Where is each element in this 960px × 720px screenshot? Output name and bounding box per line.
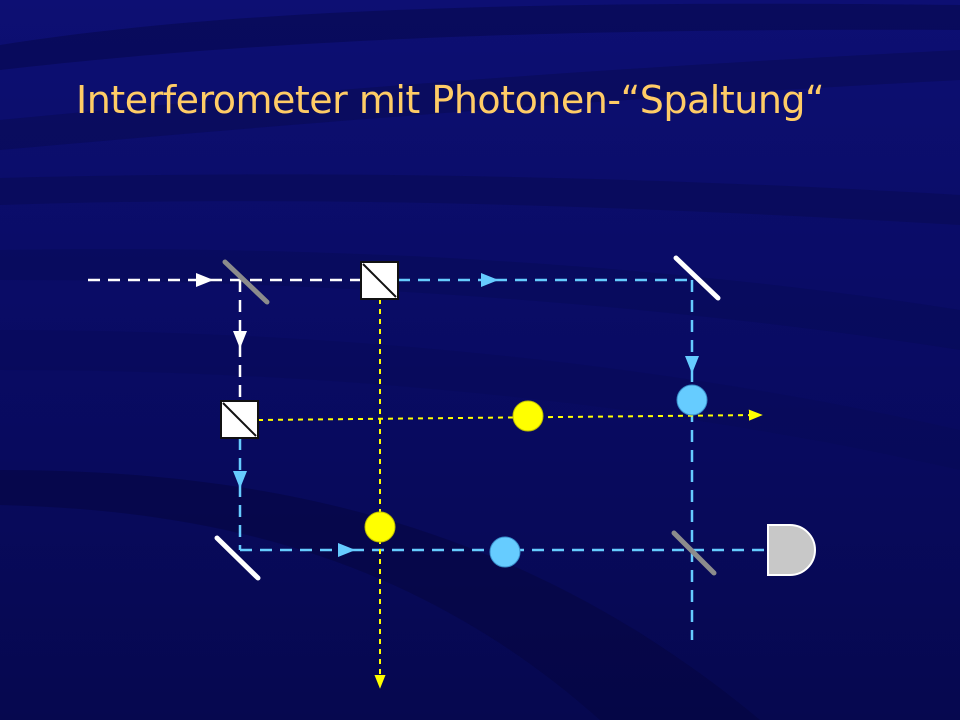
blue-photon-right	[676, 384, 708, 416]
detector	[767, 524, 816, 576]
beam-splitter-crystal-left	[220, 400, 259, 439]
background-swoosh	[0, 3, 960, 70]
yellow-photon-horizontal	[512, 400, 544, 432]
mirror-bottom-left	[214, 535, 261, 581]
background-swoosh	[0, 470, 760, 720]
mirror-top-right	[673, 255, 721, 301]
background-swoosh	[0, 50, 960, 150]
background-swoosh	[0, 174, 960, 225]
yellow-photon-vertical	[364, 511, 396, 543]
partial-mirror-top-left	[222, 259, 270, 305]
slide-title: Interferometer mit Photonen-“Spaltung“	[76, 78, 825, 122]
beam-combiner-bottom-right	[671, 530, 717, 576]
blue-photon-bottom	[489, 536, 521, 568]
blue-beam-paths	[233, 273, 780, 640]
beam-splitter-crystal-top	[360, 261, 399, 300]
yellow-beam-paths	[257, 299, 763, 689]
